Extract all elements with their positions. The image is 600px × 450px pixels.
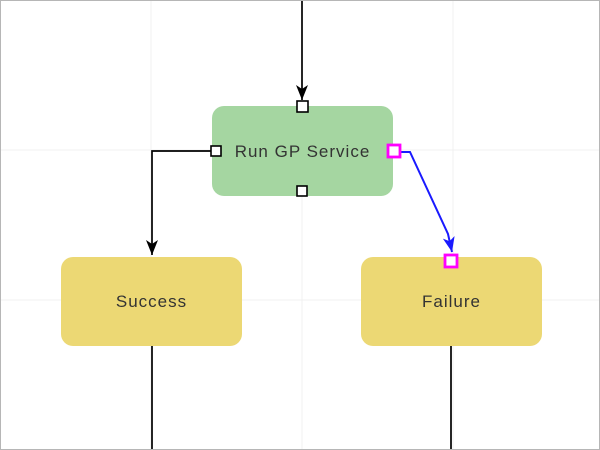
connector-to-success[interactable]: [146, 150, 215, 255]
port-handle-right-selected[interactable]: [386, 143, 402, 159]
node-run-gp-service-label: Run GP Service: [235, 142, 371, 161]
port-handle-top[interactable]: [296, 100, 309, 113]
port-handle-bottom[interactable]: [296, 185, 308, 197]
endpoint-handle-failure-top-selected[interactable]: [443, 253, 459, 269]
node-success[interactable]: [61, 257, 242, 346]
port-handle-left[interactable]: [210, 145, 222, 157]
node-failure-label: Failure: [422, 292, 481, 311]
node-success-label: Success: [116, 292, 187, 311]
node-run-gp-service[interactable]: [212, 106, 393, 196]
node-failure[interactable]: [361, 257, 542, 346]
connector-to-failure-selected[interactable]: [398, 151, 455, 253]
